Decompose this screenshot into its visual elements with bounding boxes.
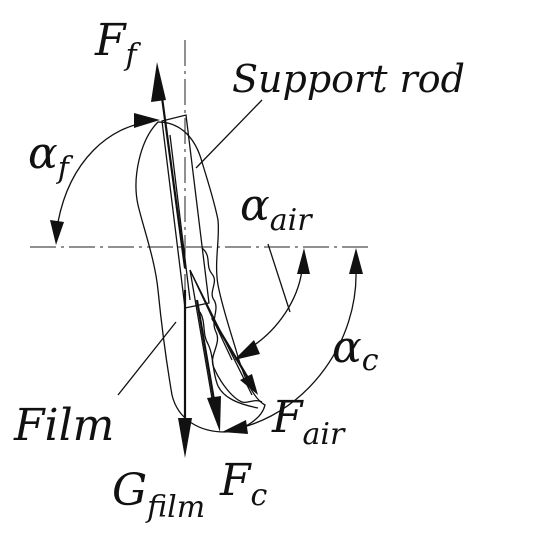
alpha-c-arrowhead-bottom [222,420,248,434]
support-rod [161,114,210,309]
force-f-arrow-shaft [159,89,187,269]
alpha-air-arrowhead-bottom [234,340,260,360]
film-fold-2 [199,311,259,409]
label-force-c: Fc [219,455,268,513]
film-outline [135,121,266,433]
film-fold [201,247,263,404]
label-alpha-air: αair [240,180,313,238]
force-f-arrowhead [151,62,166,102]
alpha-c-arc [239,269,357,429]
film-leader [117,321,177,396]
force-c-arrow-shaft [195,299,216,401]
label-gravity: Gfilm [112,465,205,525]
alpha-air-arrowhead-top [297,248,310,274]
alpha-air-arc [249,269,303,349]
label-support-rod: Support rod [232,57,465,101]
force-air-arrowhead [240,374,258,395]
alpha-f-arrowhead-bottom [50,220,64,245]
alpha-c-arrowhead-top [349,248,363,274]
label-alpha-c: αc [332,322,379,378]
leader-fc [189,269,215,411]
force-c-arrowhead [207,396,221,432]
alpha-air-leader [267,243,291,313]
alpha-f-arrowhead-top [134,113,160,128]
support-rod-leader [195,99,263,169]
label-film: Film [13,400,114,451]
gravity-arrowhead [178,418,192,458]
label-force-air: Fair [271,392,346,452]
label-alpha-f: αf [28,128,74,186]
label-force-f: Ff [94,15,142,73]
support-rod-inner-edge [169,134,191,301]
force-air-arrow-shaft [211,317,249,379]
